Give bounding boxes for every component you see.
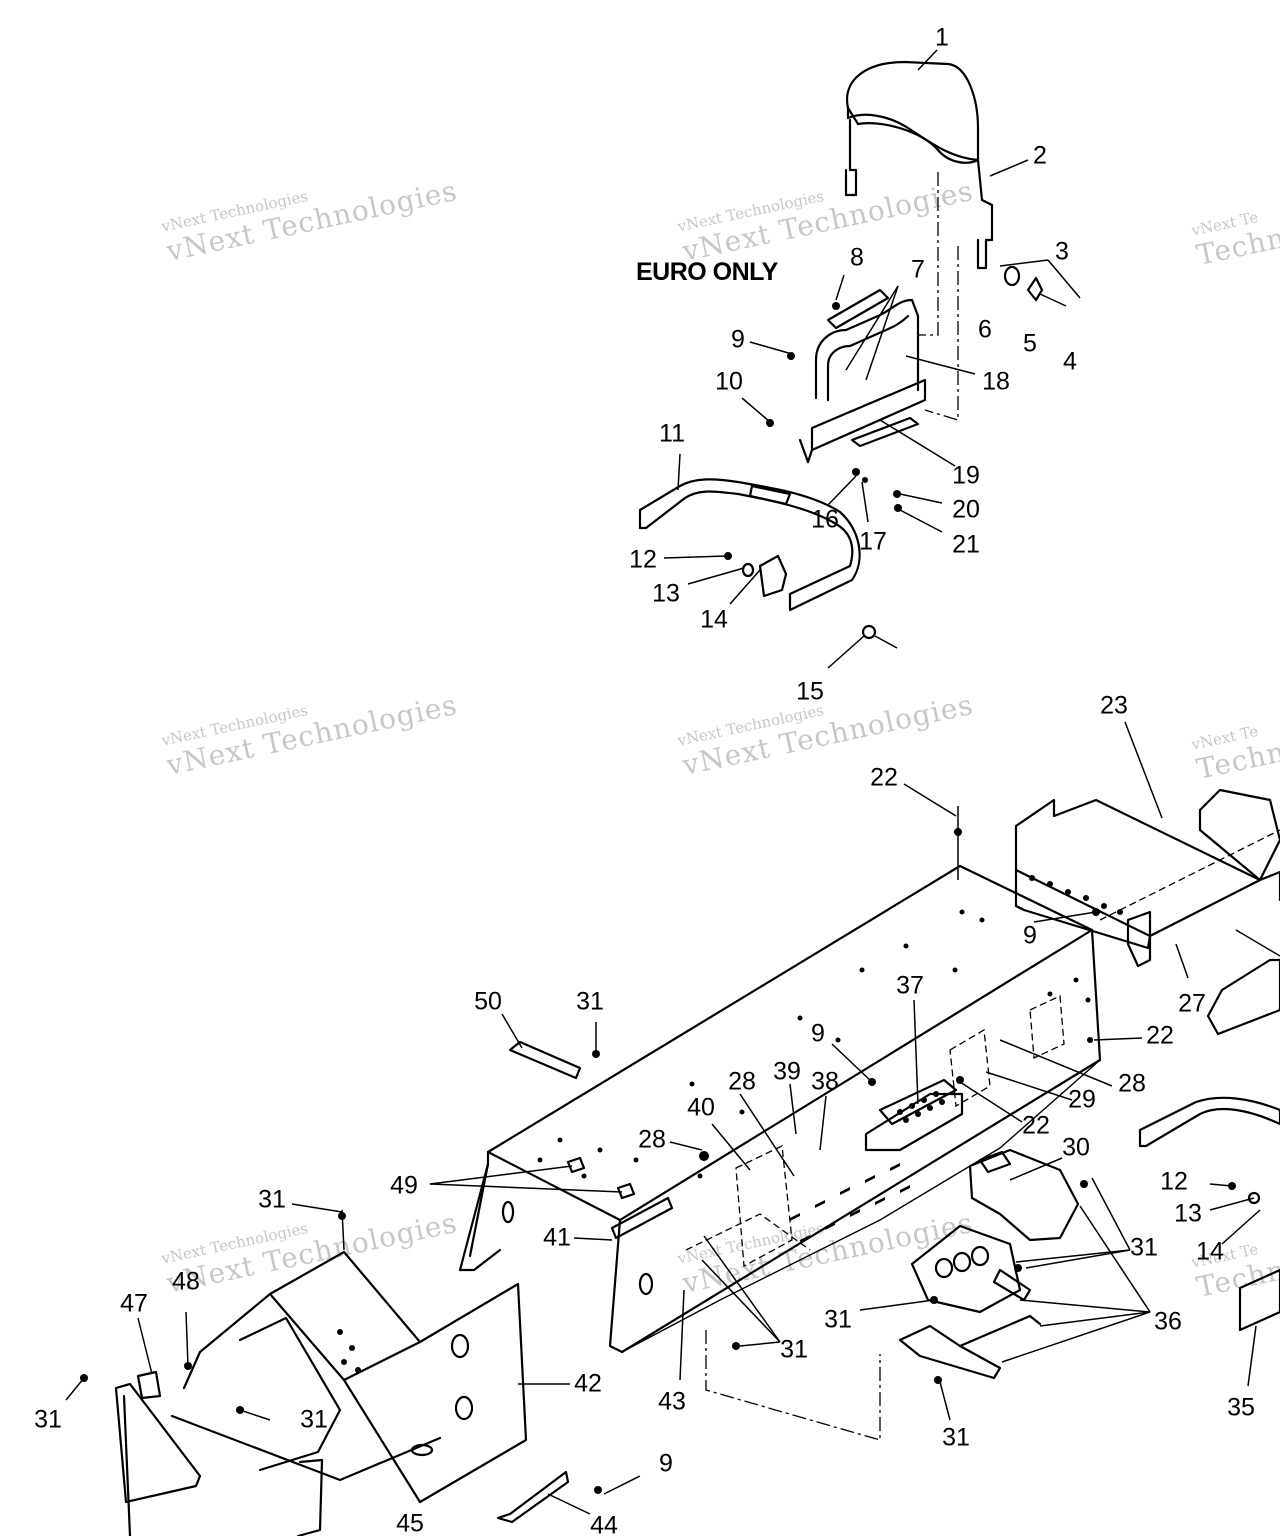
callout-20: 20	[952, 495, 980, 524]
callout-13: 13	[652, 579, 680, 608]
callout-31: 31	[34, 1405, 62, 1434]
callout-36: 36	[1154, 1307, 1182, 1336]
callout-31: 31	[300, 1405, 328, 1434]
callout-16: 16	[811, 505, 839, 534]
callout-30: 30	[1062, 1133, 1090, 1162]
callout-4: 4	[1063, 347, 1077, 376]
callout-22: 22	[1022, 1111, 1050, 1140]
callout-28: 28	[728, 1067, 756, 1096]
callout-28: 28	[638, 1125, 666, 1154]
callout-22: 22	[1146, 1021, 1174, 1050]
callout-11: 11	[659, 419, 685, 448]
callout-1: 1	[935, 23, 949, 52]
front-frame	[114, 1250, 528, 1536]
callout-9: 9	[731, 325, 745, 354]
callout-39: 39	[773, 1057, 801, 1086]
front-brace	[496, 1470, 570, 1524]
rear-bracket	[1014, 788, 1280, 1036]
callout-9: 9	[811, 1019, 825, 1048]
tunnel-cutouts	[566, 1156, 636, 1200]
tunnel-holes	[537, 909, 1091, 1179]
callout-31: 31	[780, 1335, 808, 1364]
knob-hardware	[999, 259, 1081, 307]
callout-15: 15	[796, 677, 824, 706]
callout-31: 31	[576, 987, 604, 1016]
callout-9: 9	[1023, 921, 1037, 950]
callout-5: 5	[1023, 329, 1037, 358]
callout-44: 44	[590, 1511, 618, 1536]
callout-31: 31	[824, 1305, 852, 1334]
callout-37: 37	[896, 971, 924, 1000]
callout-42: 42	[574, 1369, 602, 1398]
callout-28: 28	[1118, 1069, 1146, 1098]
reinforcement-plate	[508, 1040, 582, 1080]
callout-31: 31	[258, 1185, 286, 1214]
callout-7: 7	[911, 255, 925, 284]
callout-40: 40	[687, 1093, 715, 1122]
callout-21: 21	[952, 530, 980, 559]
footrest-tread	[864, 1078, 964, 1152]
callout-41: 41	[543, 1223, 571, 1252]
callout-45: 45	[396, 1509, 424, 1536]
tunnel-brace	[610, 1196, 674, 1240]
callout-19: 19	[952, 461, 980, 490]
callout-35: 35	[1227, 1393, 1255, 1422]
callout-13: 13	[1174, 1199, 1202, 1228]
callout-50: 50	[474, 987, 502, 1016]
leader-lines-lower	[65, 721, 1261, 1515]
euro-only-note: EURO ONLY	[636, 258, 778, 286]
bumper-end-plate	[724, 552, 788, 598]
callout-38: 38	[811, 1067, 839, 1096]
callout-12: 12	[1160, 1167, 1188, 1196]
callout-18: 18	[982, 367, 1010, 396]
callout-27: 27	[1178, 989, 1206, 1018]
callout-3: 3	[1055, 237, 1069, 266]
callout-31: 31	[942, 1423, 970, 1452]
rear-bumper	[638, 478, 861, 612]
callout-2: 2	[1033, 141, 1047, 170]
callout-6: 6	[978, 315, 992, 344]
leader-lines	[663, 49, 1029, 669]
right-bumper	[1138, 1096, 1280, 1332]
tunnel-slots	[790, 1163, 910, 1243]
callout-14: 14	[700, 605, 728, 634]
callout-31: 31	[1130, 1233, 1158, 1262]
hidden-parts	[685, 995, 1065, 1441]
callout-47: 47	[120, 1289, 148, 1318]
callout-10: 10	[715, 367, 743, 396]
callout-8: 8	[850, 243, 864, 272]
nut	[861, 624, 898, 649]
callout-48: 48	[172, 1267, 200, 1296]
callout-14: 14	[1196, 1237, 1224, 1266]
callout-12: 12	[629, 545, 657, 574]
callout-17: 17	[859, 527, 887, 556]
callout-49: 49	[390, 1171, 418, 1200]
backrest-bracket	[917, 158, 994, 421]
callout-43: 43	[658, 1387, 686, 1416]
exhaust-assembly	[898, 1148, 1080, 1380]
tunnel	[458, 864, 1102, 1354]
grab-handle-assembly	[798, 288, 927, 464]
fasteners-lower	[80, 828, 1100, 1494]
callout-29: 29	[1068, 1085, 1096, 1114]
callout-23: 23	[1100, 691, 1128, 720]
callout-22: 22	[870, 763, 898, 792]
backrest-pad	[844, 60, 980, 197]
callout-9: 9	[659, 1449, 673, 1478]
